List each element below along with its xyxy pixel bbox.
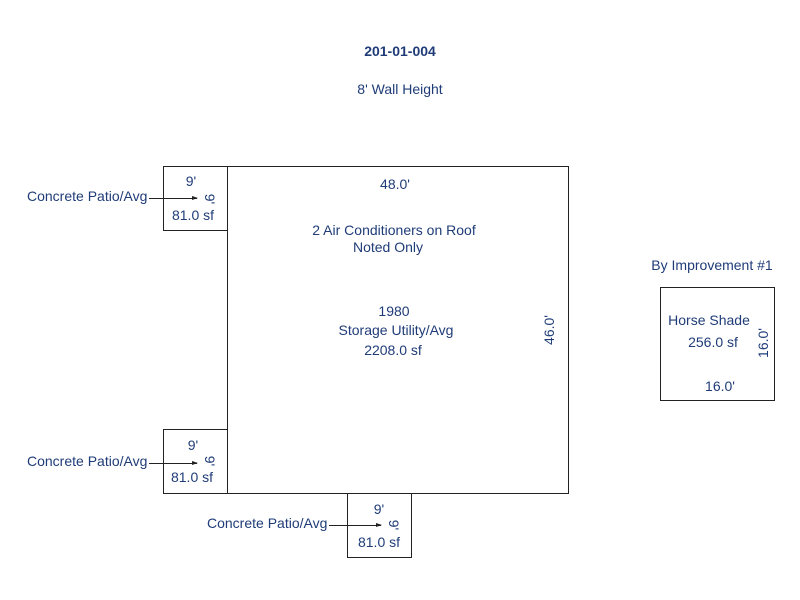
main-use: Storage Utility/Avg <box>338 322 454 338</box>
patio-width: 9' <box>187 437 199 453</box>
sketch-title: 201-01-004 <box>364 43 436 59</box>
improvement-depth: 16.0' <box>755 328 771 358</box>
main-year: 1980 <box>378 303 410 319</box>
wall-height-label: 8' Wall Height <box>357 81 443 97</box>
improvement-name: Horse Shade <box>668 312 750 328</box>
patio-depth: 9' <box>202 193 218 205</box>
patio-label: Concrete Patio/Avg <box>27 188 148 204</box>
patio-outline <box>163 429 228 494</box>
improvement-heading: By Improvement #1 <box>651 257 773 273</box>
arrow-icon <box>149 461 198 465</box>
patio-area: 81.0 sf <box>357 534 401 550</box>
patio-depth: 9' <box>386 519 402 531</box>
horse-shade-outline <box>660 287 775 401</box>
main-note-line2: Noted Only <box>352 239 424 255</box>
patio-depth: 9' <box>202 455 218 467</box>
arrow-icon <box>329 523 382 527</box>
improvement-area: 256.0 sf <box>688 334 738 350</box>
main-width-label: 48.0' <box>380 176 410 192</box>
patio-width: 9' <box>373 501 385 517</box>
main-depth-label: 46.0' <box>541 315 557 345</box>
main-area: 2208.0 sf <box>364 342 422 358</box>
patio-label: Concrete Patio/Avg <box>207 515 328 531</box>
arrow-icon <box>149 196 198 200</box>
patio-area: 81.0 sf <box>171 207 215 223</box>
improvement-width: 16.0' <box>705 378 735 394</box>
patio-width: 9' <box>185 173 197 189</box>
patio-area: 81.0 sf <box>170 469 214 485</box>
main-note-line1: 2 Air Conditioners on Roof <box>312 222 476 238</box>
patio-label: Concrete Patio/Avg <box>27 453 148 469</box>
